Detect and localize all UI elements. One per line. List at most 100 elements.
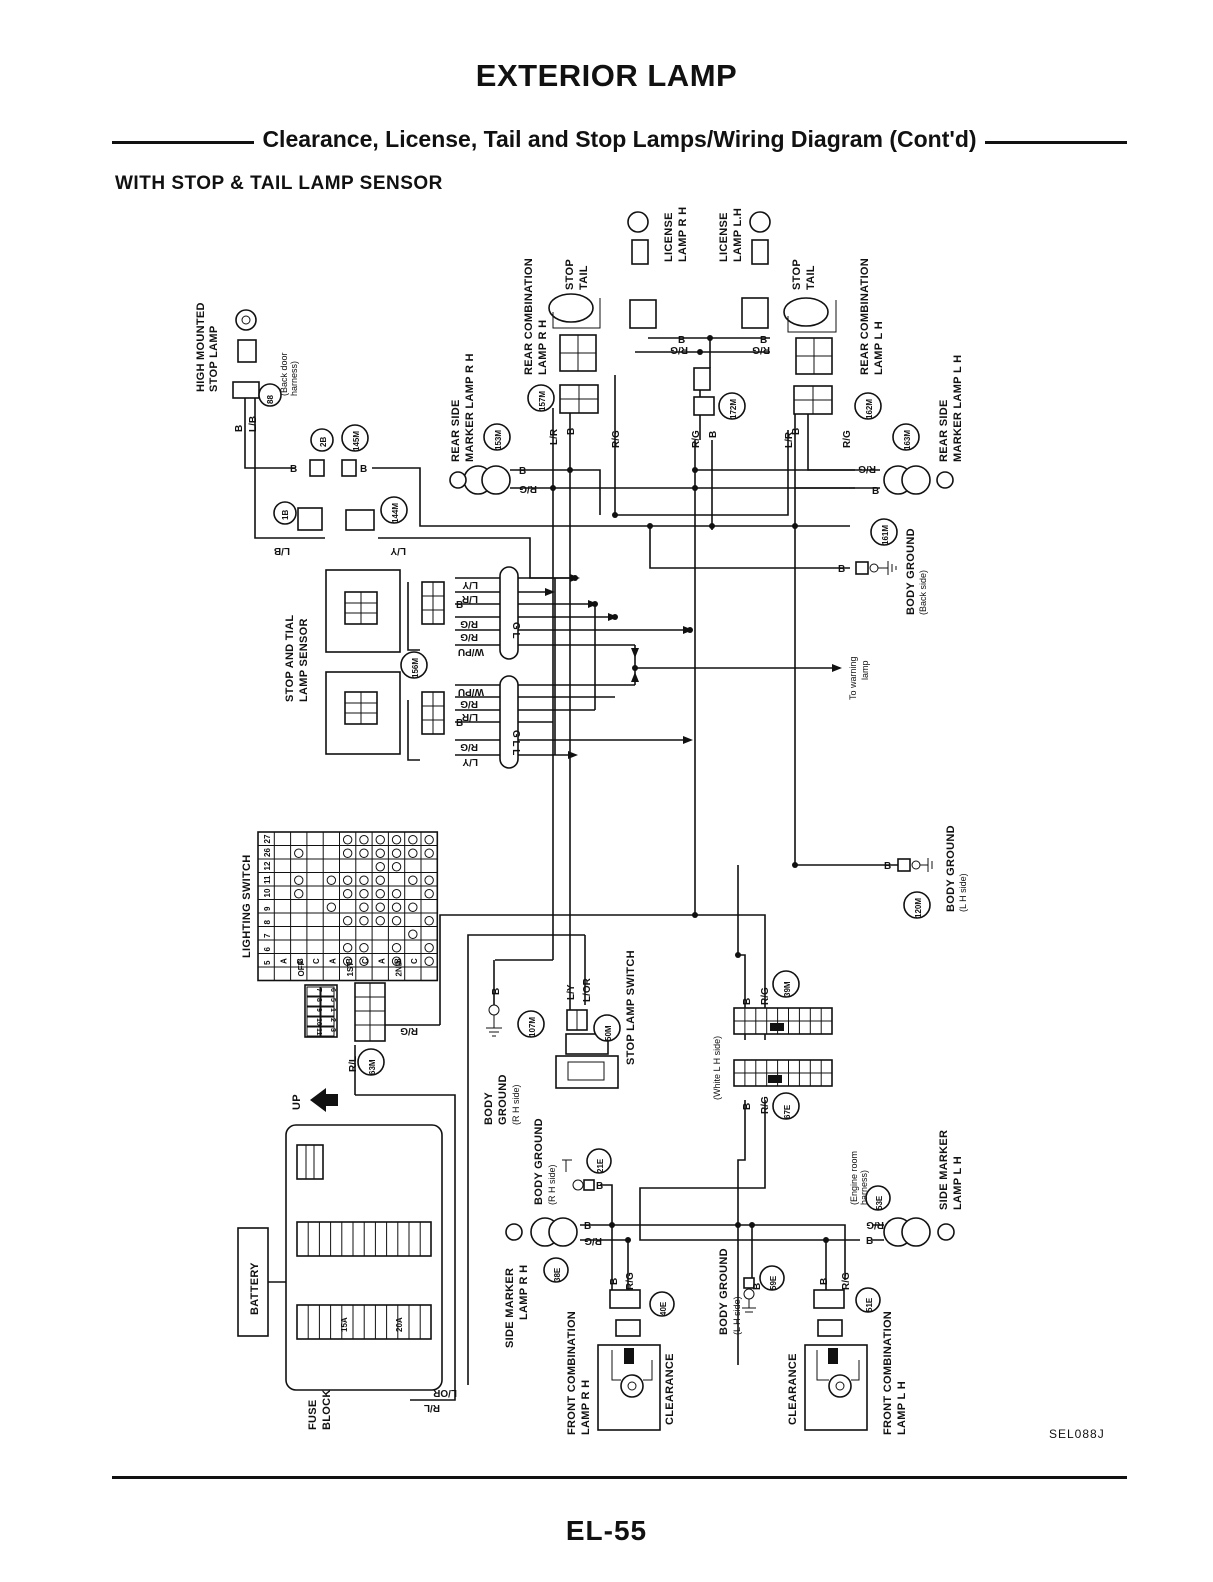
label-stop-lamp-switch: STOP LAMP SWITCH (625, 950, 637, 1065)
switch-terminal-label: 12 (263, 861, 272, 870)
label-rsm-rh-1: REAR SIDE (450, 399, 462, 462)
junction-dot (612, 512, 618, 518)
label-license-rh-1: LICENSE (663, 212, 675, 262)
label-body-ground-lh-1: BODY GROUND (945, 825, 957, 912)
continuity-mark (359, 875, 369, 885)
connector-badge-161m (870, 518, 898, 546)
ground-symbol (486, 1015, 502, 1037)
arrow-head (568, 751, 578, 759)
fuse-grid (305, 1145, 315, 1179)
junction-dot (697, 349, 703, 355)
wire-label-rl: R/L (424, 1402, 440, 1413)
bulb-icon (901, 465, 931, 495)
wire-label-b: B (584, 1221, 591, 1232)
connector-code: 1B (281, 510, 290, 520)
label-body-ground-lh-low-2: (L H side) (732, 1296, 742, 1335)
wire-label-ly: L/Y (462, 756, 478, 767)
label-side-marker-lh-2: LAMP L H (952, 1156, 964, 1210)
connector-badge-50m (593, 1014, 621, 1042)
connector-key (770, 1023, 784, 1031)
connector-grid (345, 592, 377, 624)
lamp-socket-connector (817, 1319, 843, 1337)
switch-body (555, 1055, 619, 1089)
label-front-comb-lh-1: FRONT COMBINATION (882, 1311, 894, 1435)
connector-40e (609, 1289, 641, 1309)
wire-label-lor: L/OR (432, 1387, 457, 1398)
connector-1b (297, 507, 323, 531)
wire-lb-hmsl (244, 398, 295, 469)
label-tail-rh: TAIL (578, 265, 590, 290)
continuity-mark (342, 835, 353, 845)
bulb-icon (548, 293, 594, 323)
ground-symbol (505, 1223, 523, 1241)
wire-label-lr: L/R (784, 431, 795, 448)
switch-table-outline (257, 831, 439, 982)
continuity-mark (342, 889, 353, 899)
junction-dot (692, 485, 698, 491)
terminal-number: 5 (329, 998, 336, 1002)
ground-connector (583, 1179, 595, 1191)
ground-terminal (855, 561, 869, 575)
terminal-cell (320, 1006, 335, 1017)
wire-label-rg: R/G (460, 741, 478, 752)
arrow-head (608, 613, 618, 621)
lamp-terminal (624, 1348, 634, 1364)
connector-license-rh (629, 299, 657, 329)
wire-label-rg: R/G (460, 698, 478, 709)
reference-code: SEL088J (1049, 1427, 1105, 1441)
wire-label-rg: R/G (691, 430, 702, 448)
connector-2b (309, 459, 325, 477)
wire-sensor-link-top (407, 582, 420, 651)
label-rcl-lh-1: REAR COMBINATION (859, 258, 871, 375)
wire-lor-to-fuse (467, 934, 585, 1385)
arrow-head (683, 626, 693, 634)
bulb-icon (481, 465, 511, 495)
wire-rl-to-fuse (355, 1094, 456, 1401)
connector-badge-107m (517, 1010, 545, 1038)
bulb-icon (548, 1217, 578, 1247)
wire-label-rg: R/G (670, 344, 688, 355)
junction-dot (792, 862, 798, 868)
continuity-mark (326, 902, 337, 912)
switch-terminal-label: 6 (263, 947, 272, 952)
connector-code: 161M (881, 525, 890, 545)
connector-144m (345, 509, 375, 531)
continuity-mark (391, 943, 402, 953)
wire-label-lr: L/R (461, 711, 478, 722)
label-rsm-lh-2: MARKER LAMP L H (952, 355, 964, 462)
inline-connector-39m-67e: B R/G B R/G 39M 67E (White L H side) (712, 970, 833, 1120)
wire-sensor-link-bottom (407, 700, 420, 761)
switch-terminal-label: 7 (263, 933, 272, 938)
switch-column-label: B (296, 958, 305, 964)
wire-lr-rcl-lh (615, 430, 789, 516)
lamp-wiring (611, 1350, 653, 1381)
continuity-mark (342, 956, 353, 966)
wire-label-lr: L/R (549, 428, 560, 445)
label-warning-1: To warning (848, 656, 858, 700)
label-white-lh-side: (White L H side) (712, 1036, 722, 1100)
label-sensor-1: STOP AND TIAL (284, 615, 296, 702)
label-warning-2: lamp (860, 660, 870, 680)
continuity-mark (342, 943, 353, 953)
connector-badge-162m (854, 392, 882, 420)
junction-dot (709, 523, 715, 529)
switch-terminal-label: 5 (263, 960, 272, 965)
fuse-grid (307, 1222, 421, 1256)
switch-column-label: A (329, 958, 338, 964)
connector-code: 156M (411, 658, 420, 678)
connector-grid (734, 1060, 832, 1086)
label-engine-room-1: (Engine room (849, 1151, 859, 1205)
body-ground-lh-lower: B 59E BODY GROUND (L H side) (718, 1248, 785, 1335)
wire-label-b: B (596, 1181, 603, 1192)
switch-terminal-label: 11 (263, 875, 272, 884)
label-hmsl-2: STOP LAMP (208, 326, 220, 392)
wire-label-rg: R/G (841, 1272, 852, 1290)
junction-dot (647, 523, 653, 529)
connector-license-joint (693, 367, 711, 391)
bulb-icon (783, 297, 829, 327)
label-stop-rh: STOP (564, 259, 576, 290)
bulb-icon (620, 1374, 644, 1398)
label-clearance-rh: CLEARANCE (664, 1353, 676, 1425)
label-engine-room-2: harness) (859, 1170, 869, 1205)
